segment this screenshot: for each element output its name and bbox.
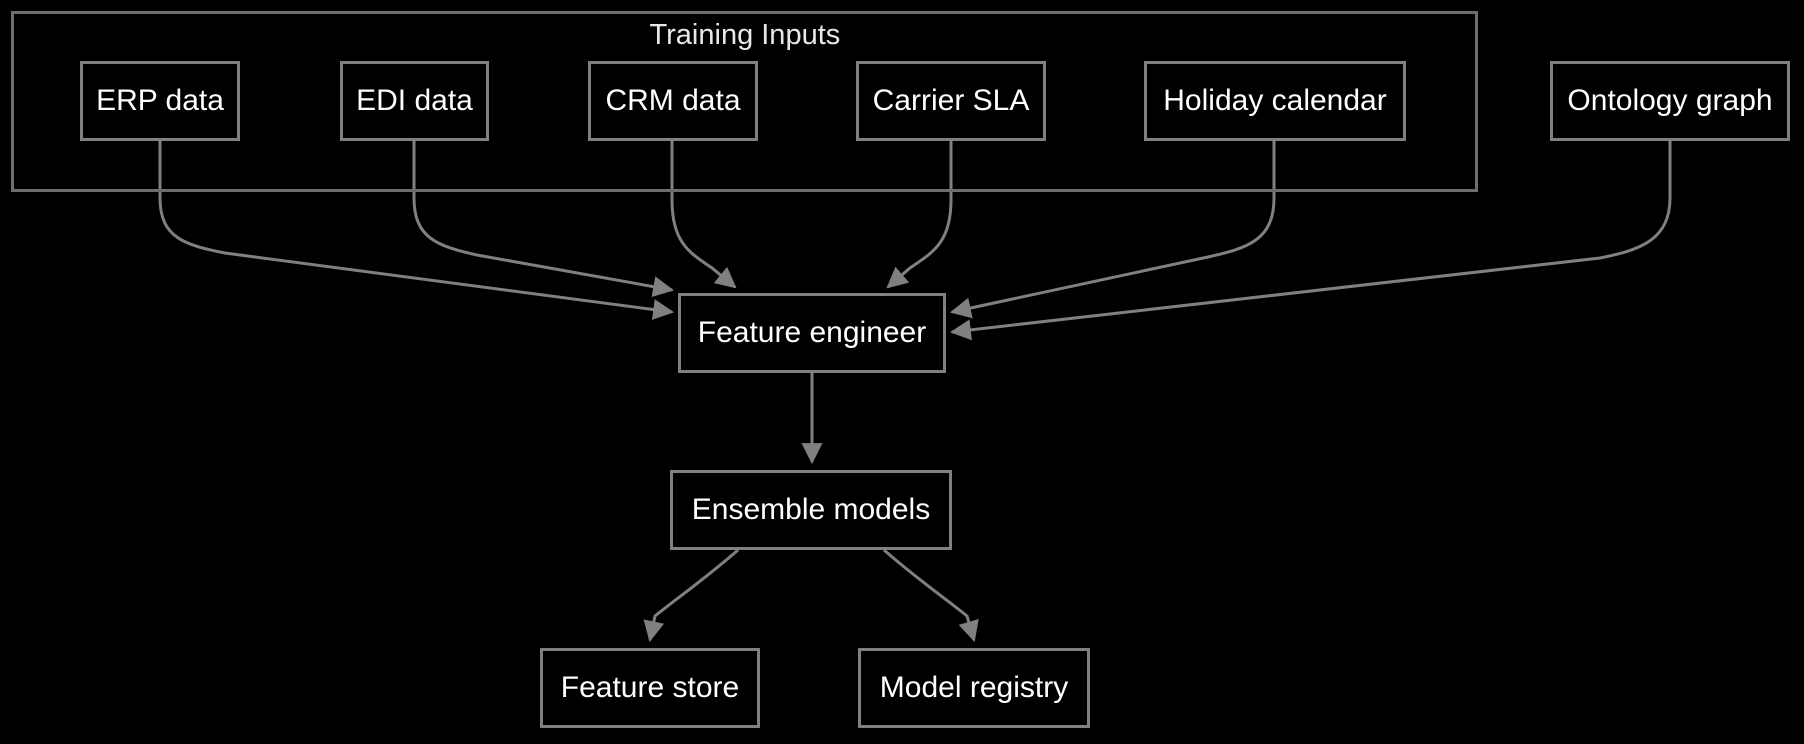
node-edi-data[interactable]: EDI data [340, 61, 489, 141]
edge-erp-to-feature-engineer [158, 141, 675, 320]
node-carrier-sla-label: Carrier SLA [872, 84, 1030, 117]
edge-ontology-graph-to-feature-engineer [949, 141, 1672, 341]
node-holiday-calendar-label: Holiday calendar [1163, 84, 1387, 117]
cluster-training-inputs [11, 11, 1478, 192]
edge-ensemble-models-to-model-registry [883, 548, 979, 643]
edge-holiday-calendar-to-feature-engineer [949, 141, 1276, 319]
node-holiday-calendar[interactable]: Holiday calendar [1144, 61, 1406, 141]
node-erp-data[interactable]: ERP data [80, 61, 240, 141]
node-erp-data-label: ERP data [96, 84, 224, 117]
node-crm-data[interactable]: CRM data [588, 61, 758, 141]
node-crm-data-label: CRM data [605, 84, 741, 117]
node-ensemble-models-label: Ensemble models [691, 493, 931, 526]
cluster-training-inputs-label: Training Inputs [649, 19, 841, 51]
edge-carrier-sla-to-feature-engineer [886, 141, 953, 289]
edge-edi-to-feature-engineer [412, 141, 675, 297]
node-feature-engineer[interactable]: Feature engineer [678, 293, 946, 373]
node-feature-store-label: Feature store [560, 671, 740, 704]
edge-ensemble-models-to-feature-store [643, 548, 739, 643]
node-feature-engineer-label: Feature engineer [697, 316, 927, 349]
node-ontology-graph[interactable]: Ontology graph [1550, 61, 1790, 141]
edge-crm-to-feature-engineer [670, 141, 737, 289]
node-model-registry[interactable]: Model registry [858, 648, 1090, 728]
node-ontology-graph-label: Ontology graph [1567, 84, 1773, 117]
node-carrier-sla[interactable]: Carrier SLA [856, 61, 1046, 141]
node-edi-data-label: EDI data [356, 84, 473, 117]
node-feature-store[interactable]: Feature store [540, 648, 760, 728]
node-model-registry-label: Model registry [879, 671, 1069, 704]
node-ensemble-models[interactable]: Ensemble models [670, 470, 952, 550]
